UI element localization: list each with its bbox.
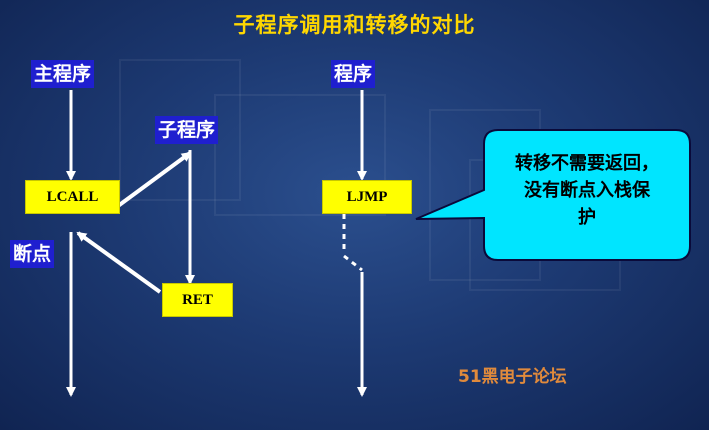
diagram-title: 子程序调用和转移的对比 (233, 13, 476, 37)
arrow-lcall-to-sub (116, 151, 192, 208)
arrow-ret-to-breakpoint (76, 231, 162, 294)
arrow-ljmp-dotted-diag (343, 254, 363, 272)
ljmp-box: LJMP (322, 180, 412, 214)
callout-line-2: 没有断点入栈保 (524, 180, 650, 201)
breakpoint-label: 断点 (10, 240, 55, 268)
main-program-label: 主程序 (31, 60, 95, 88)
subroutine-label: 子程序 (155, 116, 219, 144)
ret-box: RET (162, 283, 233, 317)
callout-line-1: 转移不需要返回， (515, 153, 659, 174)
callout-bubble (415, 129, 691, 261)
lcall-box: LCALL (25, 180, 120, 214)
callout-text: 转移不需要返回， 没有断点入栈保 护 (484, 150, 690, 231)
program-label: 程序 (331, 60, 376, 88)
watermark-text: 51黑电子论坛 (458, 367, 567, 387)
callout-line-3: 护 (578, 207, 596, 228)
